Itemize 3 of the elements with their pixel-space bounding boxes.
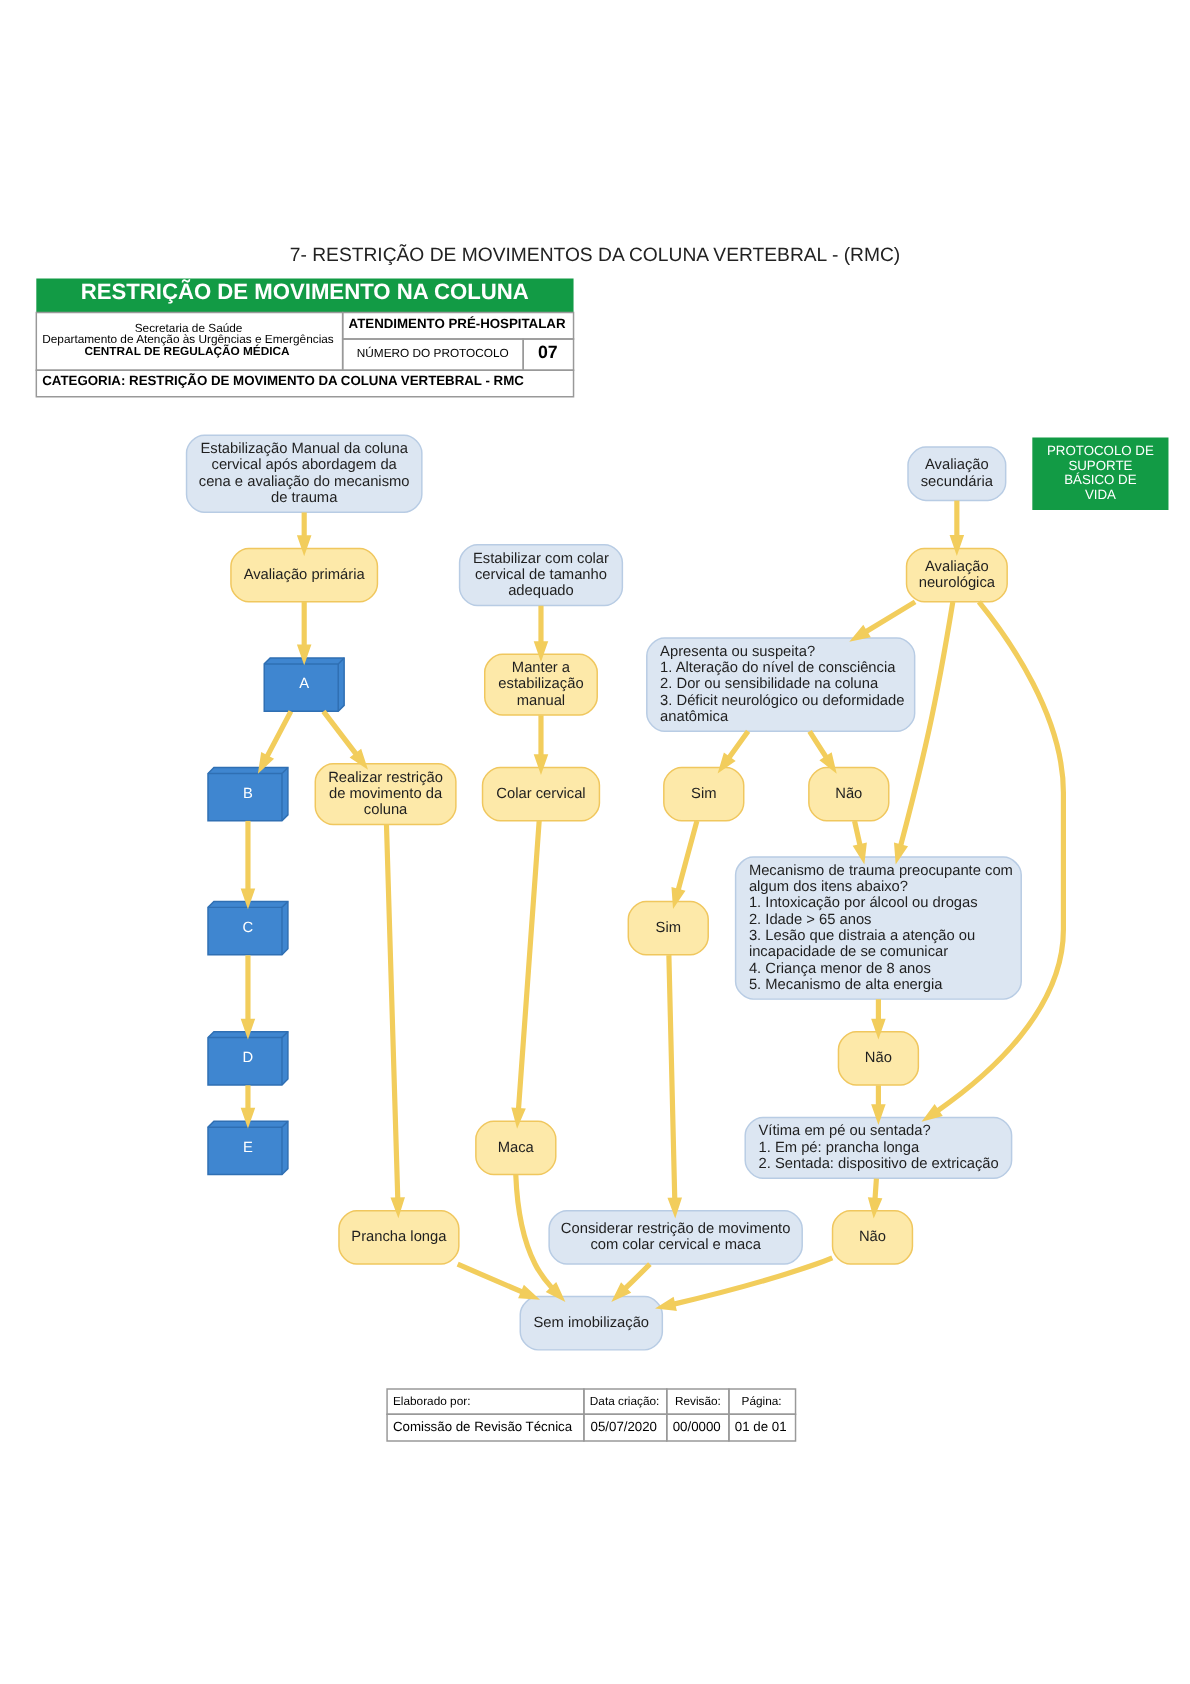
diagram-title: 7- RESTRIÇÃO DE MOVIMENTOS DA COLUNA VERTEBRAL - (RMC) <box>289 244 901 267</box>
label: 07 <box>538 340 558 361</box>
label: RESTRIÇÃO DE MOVIMENTO NA COLUNA <box>80 280 529 305</box>
